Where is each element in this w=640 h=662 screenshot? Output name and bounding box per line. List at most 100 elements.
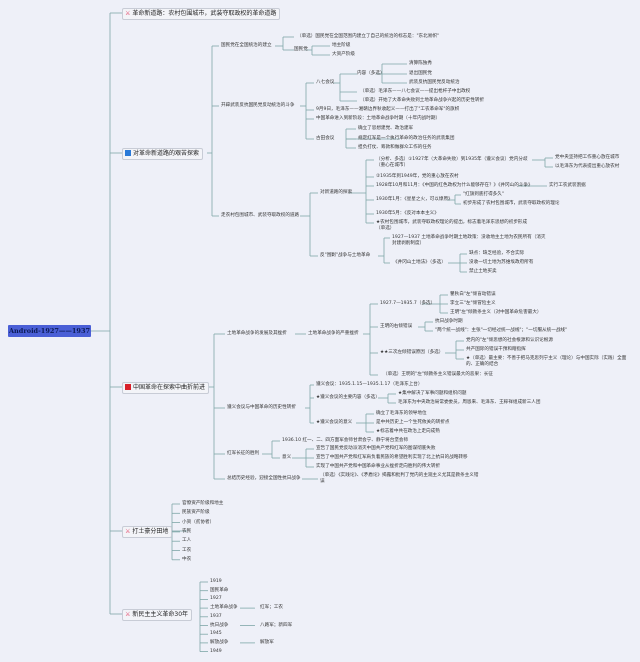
node[interactable]: ★★三次左倾错误原因（多选） xyxy=(380,350,444,355)
node[interactable]: 古田会议 xyxy=(316,136,335,141)
node[interactable]: 毛泽东为中央政治局常委委员，周恩来、毛泽东、王稼祥组成新三人团 xyxy=(398,400,541,405)
class-item[interactable]: 官僚资产阶级和地主 xyxy=(182,501,224,506)
class-item[interactable]: 中农 xyxy=(182,556,192,562)
node[interactable]: 缺点：缺乏经验，不合实际 xyxy=(469,251,525,256)
timeline-item[interactable]: 1937 xyxy=(210,613,222,619)
node[interactable]: 实行工农武装割据 xyxy=(549,183,586,188)
star-icon: ⚔ xyxy=(125,528,131,535)
class-item[interactable]: 小资（贫协者） xyxy=(182,519,215,525)
node[interactable]: 禁止土地买卖 xyxy=(469,269,497,274)
node[interactable]: 内容（多选） xyxy=(357,71,385,76)
node[interactable]: 对新道路的探索 xyxy=(320,190,353,195)
node[interactable]: 宣告了国民党反动派消灭中国共产党和红军的图谋彻底失败 xyxy=(316,446,436,451)
node[interactable]: 1930年5月：《反对本本主义》 xyxy=(376,211,439,216)
node[interactable]: 李立三"左"倾冒险主义 xyxy=(450,301,496,306)
node[interactable]: 9月9日，毛泽东——湘赣边界秋收起义——打出了"工农革命军"的旗帜 xyxy=(316,107,460,112)
node[interactable]: 遵义会议：1935.1.15—1935.1.17（毛泽东上台） xyxy=(316,382,423,387)
node[interactable]: 1927.7—1935.7（多选） xyxy=(380,301,436,306)
node[interactable]: ★（单选）最主要：不善于把马克思列宁主义（理论）与中国实际（实践）全面的、正确的… xyxy=(466,356,627,367)
timeline-item[interactable]: 解放战争 xyxy=(210,639,229,645)
node[interactable]: 抗日战争时期 xyxy=(435,319,463,324)
timeline-item[interactable]: 1919 xyxy=(210,579,222,584)
node[interactable]: 退出国民党 xyxy=(409,71,432,76)
node[interactable]: 走农村包围城市、武装夺取政权的道路 xyxy=(221,213,300,218)
class-item[interactable]: 民族资产阶级 xyxy=(182,510,210,516)
node[interactable]: 党中央坚持把工作重心放在城市 xyxy=(555,155,620,160)
node[interactable]: （单选）《实践论》、《矛盾论》揭露和批判了党内的主观主义尤其是教条主义错误 xyxy=(320,473,479,484)
node[interactable]: 大资产阶级 xyxy=(332,52,355,57)
node[interactable]: 确立了毛泽东的领导地位 xyxy=(376,411,427,416)
node[interactable]: 王明的右倾错误 xyxy=(380,324,413,329)
node[interactable]: （单选）王明的"左"倾教条主义错误最大的恶果：长征 xyxy=(383,372,493,377)
node[interactable]: 确立了思想建党、政治建军 xyxy=(358,126,414,131)
node[interactable]: "两个统一战线"：主张"一切经过统一战线"；"一切服从统一战线" xyxy=(435,328,568,333)
node[interactable]: （单选）国民党在全国范围内建立了自己的统治的标志是："东北易帜" xyxy=(297,34,440,39)
topic-fight-landlords[interactable]: ⚔打土豪分田地 xyxy=(122,526,173,538)
node[interactable]: 规定红军是一个执行革命的政治任务的武装集团 xyxy=(358,136,455,141)
blue-square-icon xyxy=(125,150,131,156)
timeline-item[interactable]: 1945 xyxy=(210,631,222,637)
node[interactable]: （分析、多选）①1927年（大革命失败）到1935年（遵义会议）党内分歧（重心在… xyxy=(376,157,528,168)
red-flag-icon xyxy=(125,384,131,390)
topic-label: 革命新道路：农村包围城市，武装夺取政权的革命道路 xyxy=(132,10,277,17)
node[interactable]: 土地革命战争的发展及其挫折 xyxy=(227,331,287,336)
timeline-sub-item[interactable]: 红军；工农 xyxy=(260,605,283,611)
node[interactable]: 是中共历史上一个生死攸关的转折点 xyxy=(376,420,450,425)
timeline-sub-item[interactable]: 八路军；新四军 xyxy=(260,622,293,628)
node[interactable]: ★遵义会议的意义 xyxy=(316,420,353,425)
node[interactable]: 宣告了中国共产党和红军肩负着民族的希望胜利实现了北上抗日的战略转移 xyxy=(316,455,468,460)
topic-new-democracy-30-years[interactable]: ⚔新民主主义革命30年 xyxy=(122,609,193,621)
node[interactable]: ★农村包围城市，武装夺取政权理论的提出，标志着毛泽东思想的初步形成（单选） xyxy=(376,220,528,231)
node[interactable]: 党内的"左"倾思想的社会根源和认识论根源 xyxy=(466,338,553,343)
node[interactable]: 1936.10 红一、二、四方面军会师甘肃会宁、静宁将台堡会师 xyxy=(282,438,409,443)
class-item[interactable]: 工农 xyxy=(182,547,192,553)
timeline-item[interactable]: 1927 xyxy=(210,596,222,602)
node[interactable]: 王明"左"倾教条主义（对中国革命危害最大） xyxy=(450,310,542,315)
node[interactable]: 总结历史经验，迎接全国性抗日战争 xyxy=(227,476,301,481)
node[interactable]: 初步形成了农村包围城市，武装夺取政权的理论 xyxy=(463,201,560,206)
node[interactable]: 没收一切土地为苏维埃政府所有 xyxy=(469,260,534,265)
node[interactable]: 1927—1937 土地革命战争时期土地政策：没收地主土地为农民所有（消灭封建剥… xyxy=(392,235,546,246)
node[interactable]: 地主阶级 xyxy=(332,43,351,48)
node[interactable]: 意义 xyxy=(282,455,292,460)
node[interactable]: 担负打仗、筹款和做群众工作的任务 xyxy=(358,145,432,150)
node[interactable]: 武装反抗国民党反动统治 xyxy=(409,80,460,85)
topic-hard-exploration[interactable]: 对革命新道路的艰苦探索 xyxy=(122,148,204,160)
timeline-item[interactable]: 1949 xyxy=(210,648,222,654)
node[interactable]: ②1935年到1949年，党的重心放在农村 xyxy=(376,174,459,179)
node[interactable]: 遵义会议与中国革命的历史性转折 xyxy=(227,405,296,410)
node[interactable]: 1930年1月：《星星之火，可以燎原》 xyxy=(376,197,453,202)
topic-label: 对革命新道路的艰苦探索 xyxy=(133,150,200,157)
topic-tortuous-progress[interactable]: 中国革命在探索中曲折前进 xyxy=(122,382,210,394)
topic-revolution-new-road[interactable]: ⚔革命新道路：农村包围城市，武装夺取政权的革命道路 xyxy=(122,8,281,20)
class-item[interactable]: 农民 xyxy=(182,528,192,534)
timeline-sub-item[interactable]: 解放军 xyxy=(260,639,274,645)
node[interactable]: ★遵义会议的主要内容（多选） xyxy=(316,395,380,400)
node[interactable]: 土地革命战争的严重挫折 xyxy=(308,331,359,336)
node[interactable]: ★集中解决了军事问题和组织问题 xyxy=(398,391,467,396)
node[interactable]: 八七会议 xyxy=(316,80,335,85)
node[interactable]: 国民党在全国统治的建立 xyxy=(221,43,272,48)
node[interactable]: （单选）毛泽东——八七会议——提出枪杆子中出政权 xyxy=(360,89,471,94)
class-item[interactable]: 工人 xyxy=(182,538,192,544)
node[interactable]: （单选）开始了大革命失败到土地革命战争兴起的历史性转折 xyxy=(360,98,485,103)
node[interactable]: 开辟武装反抗国民党反动统治的斗争 xyxy=(221,103,295,108)
timeline-item[interactable]: 国民革命 xyxy=(210,587,229,593)
node[interactable]: 中国革命进入到新阶段：土地革命战争时期（十年内战时期） xyxy=(316,116,441,121)
timeline-item[interactable]: 抗日战争 xyxy=(210,622,229,628)
node[interactable]: 共产国际的错误干预和瞎指挥 xyxy=(466,347,526,352)
node[interactable]: ★标志着中共在政治上走向成熟 xyxy=(376,429,440,434)
node[interactable]: 反"围剿"战争与土地革命 xyxy=(320,253,371,258)
node[interactable]: 以毛泽东为代表提出重心放农村 xyxy=(555,164,620,169)
node[interactable]: 国民党 xyxy=(294,47,308,52)
node[interactable]: 红军长征的胜利 xyxy=(227,451,260,456)
node[interactable]: 瞿秋白"左"倾盲动错误 xyxy=(450,292,496,297)
node[interactable]: 1928年10月和11月：《中国的红色政权为什么能够存在？》《井冈山的斗争》 xyxy=(376,183,533,188)
node[interactable]: "红旗到底打得多久" xyxy=(463,192,504,197)
root-node[interactable]: Android-1927——1937 xyxy=(8,325,91,337)
timeline-item[interactable]: 土地革命战争 xyxy=(210,605,238,611)
node[interactable]: 《井冈山土地法》（多选） xyxy=(393,260,446,265)
node[interactable]: 清算陈独秀 xyxy=(409,61,432,66)
node[interactable]: 实现了中国共产党和中国革命事业从挫折走向胜利的伟大转折 xyxy=(316,464,441,469)
